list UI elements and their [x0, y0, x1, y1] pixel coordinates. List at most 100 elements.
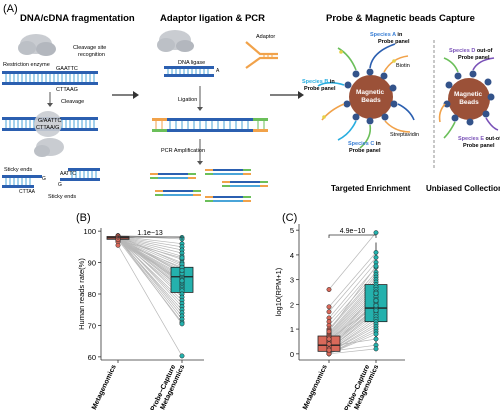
chart-c-point-right	[373, 298, 379, 304]
cleavage-arrowhead	[47, 103, 53, 107]
chart-b-point-right	[179, 267, 185, 273]
species-c-line2: Probe panel	[349, 148, 381, 154]
label-cleavage-site-l1: Cleavage site	[73, 45, 106, 51]
bead-label-1-l2: Beads	[361, 97, 381, 104]
chart-c-pair-line	[328, 265, 377, 332]
species-e-name: Species E	[458, 136, 484, 142]
dna-strand-2	[2, 111, 98, 137]
species-a-label: Species A in	[370, 32, 403, 38]
chart-c-point-left	[326, 341, 332, 347]
chart-c-point-left	[326, 336, 332, 342]
chart-c-xtick-label: Metagenomics	[302, 364, 329, 410]
chart-b-point-right	[179, 353, 185, 359]
dna-strand-1	[2, 71, 98, 85]
chart-b-pair-line	[117, 237, 183, 260]
chart-c-point-left	[326, 329, 332, 335]
ligation-arrowhead	[197, 107, 203, 111]
chart-c-ytick-label: 0	[290, 350, 294, 359]
chart-c-pair-line	[328, 348, 377, 355]
species-b-name: Species B	[302, 79, 328, 85]
chart-c-pair-line	[328, 252, 377, 308]
chart-b-ytick-label: 60	[88, 353, 96, 362]
seq-cut-top: G/AATTC	[38, 118, 61, 124]
chart-b-ylabel: Human reads rate(%)	[77, 258, 86, 330]
species-d-suffix: out-of	[475, 48, 492, 54]
chart-b-point-right	[179, 321, 185, 327]
species-b-label: Species B in	[302, 79, 335, 85]
label-pcr: PCR Amplification	[161, 148, 205, 154]
chart-c-point-right	[373, 308, 379, 313]
label-restriction-enzyme: Restriction enzyme	[3, 62, 50, 68]
chart-b-pair-line	[117, 236, 183, 307]
ligated-dna	[152, 118, 268, 132]
restriction-enzyme-icon	[18, 34, 56, 56]
chart-b-ytick-label: 80	[88, 290, 96, 299]
chart-c-ytick-label: 3	[290, 276, 294, 285]
title-fragmentation: DNA/cDNA fragmentation	[20, 13, 135, 24]
bead-label-2: Magnetic Beads	[454, 91, 484, 106]
chart-b-pair-line	[117, 236, 183, 254]
species-d-line2: Probe panel	[458, 55, 490, 61]
chart-b-ytick-label: 100	[83, 227, 96, 236]
label-sticky-ends-2: Sticky ends	[48, 194, 76, 200]
sticky-left-cttaa: CTTAA	[19, 189, 36, 195]
bead-label-2-l1: Magnetic	[454, 91, 483, 98]
bead-label-2-l2: Beads	[459, 99, 479, 106]
chart-c-ytick-label: 1	[290, 325, 294, 334]
chart-c-pair-line	[328, 257, 377, 313]
label-cleavage-site: Cleavage site recognition	[73, 45, 108, 58]
sticky-fragment-left	[2, 175, 42, 188]
label-a-tail: A	[216, 68, 220, 74]
species-a-suffix: in	[396, 32, 403, 38]
chart-b-pair-line	[117, 237, 183, 317]
chart-c-point-left	[326, 287, 332, 292]
chart-c-point-right	[373, 254, 379, 260]
label-ligation: Ligation	[178, 97, 197, 103]
chart-c-point-right	[373, 331, 379, 337]
chart-c-pair-line	[328, 267, 377, 322]
flow-arrowhead-1	[133, 91, 139, 99]
chart-c-pair-line	[328, 232, 377, 290]
panel-a: (A) DNA/cDNA fragmentation Adaptor ligat…	[2, 3, 500, 202]
chart-b-pair-line	[117, 245, 183, 357]
chart-b-sig-bracket	[117, 236, 183, 240]
species-b-line2: Probe panel	[304, 86, 336, 92]
sticky-left-g: G	[42, 176, 46, 182]
label-adaptor: Adaptor	[256, 34, 275, 40]
panel-b-label: (B)	[76, 212, 91, 224]
chart-b-ytick-label: 90	[88, 259, 96, 268]
species-a-line2: Probe panel	[378, 39, 410, 45]
label-sticky-ends-1: Sticky ends	[4, 167, 32, 173]
label-unbiased-collection: Unbiased Collection	[426, 184, 500, 193]
chart-c-pair-line	[328, 262, 377, 319]
chart-c-point-right	[373, 263, 379, 269]
chart-b-pair-line	[117, 239, 183, 271]
species-c-label: Species C in	[348, 141, 381, 147]
species-e-line2: Probe panel	[463, 143, 495, 149]
magnetic-bead-targeted	[317, 43, 415, 149]
chart-c-point-right	[373, 249, 379, 255]
sticky-fragment-right	[60, 168, 100, 181]
chart-c-sig-bracket	[328, 234, 377, 238]
chart-c-ytick-label: 5	[290, 226, 294, 235]
chart-b-sig-label: 1.1e−13	[137, 230, 163, 237]
label-cleavage: Cleavage	[61, 99, 84, 105]
chart-c-point-left	[326, 304, 332, 310]
chart-c-ylabel: log10(RPM+1)	[274, 267, 283, 316]
chart-c-ytick-label: 2	[290, 300, 294, 309]
species-e-suffix: out-of	[484, 136, 500, 142]
dna-strand-ligation	[164, 66, 214, 77]
title-capture: Probe & Magnetic beads Capture	[326, 13, 475, 24]
chart-c-point-right	[373, 290, 379, 296]
chart-c-point-right	[373, 336, 379, 342]
species-d-label: Species D out-of	[449, 48, 493, 54]
chart-b-point-left	[115, 242, 121, 248]
seq-top-1: GAATTC	[56, 66, 78, 72]
species-d-name: Species D	[449, 48, 475, 54]
chart-c-point-right	[373, 346, 379, 352]
label-cleavage-site-l2: recognition	[78, 52, 105, 58]
